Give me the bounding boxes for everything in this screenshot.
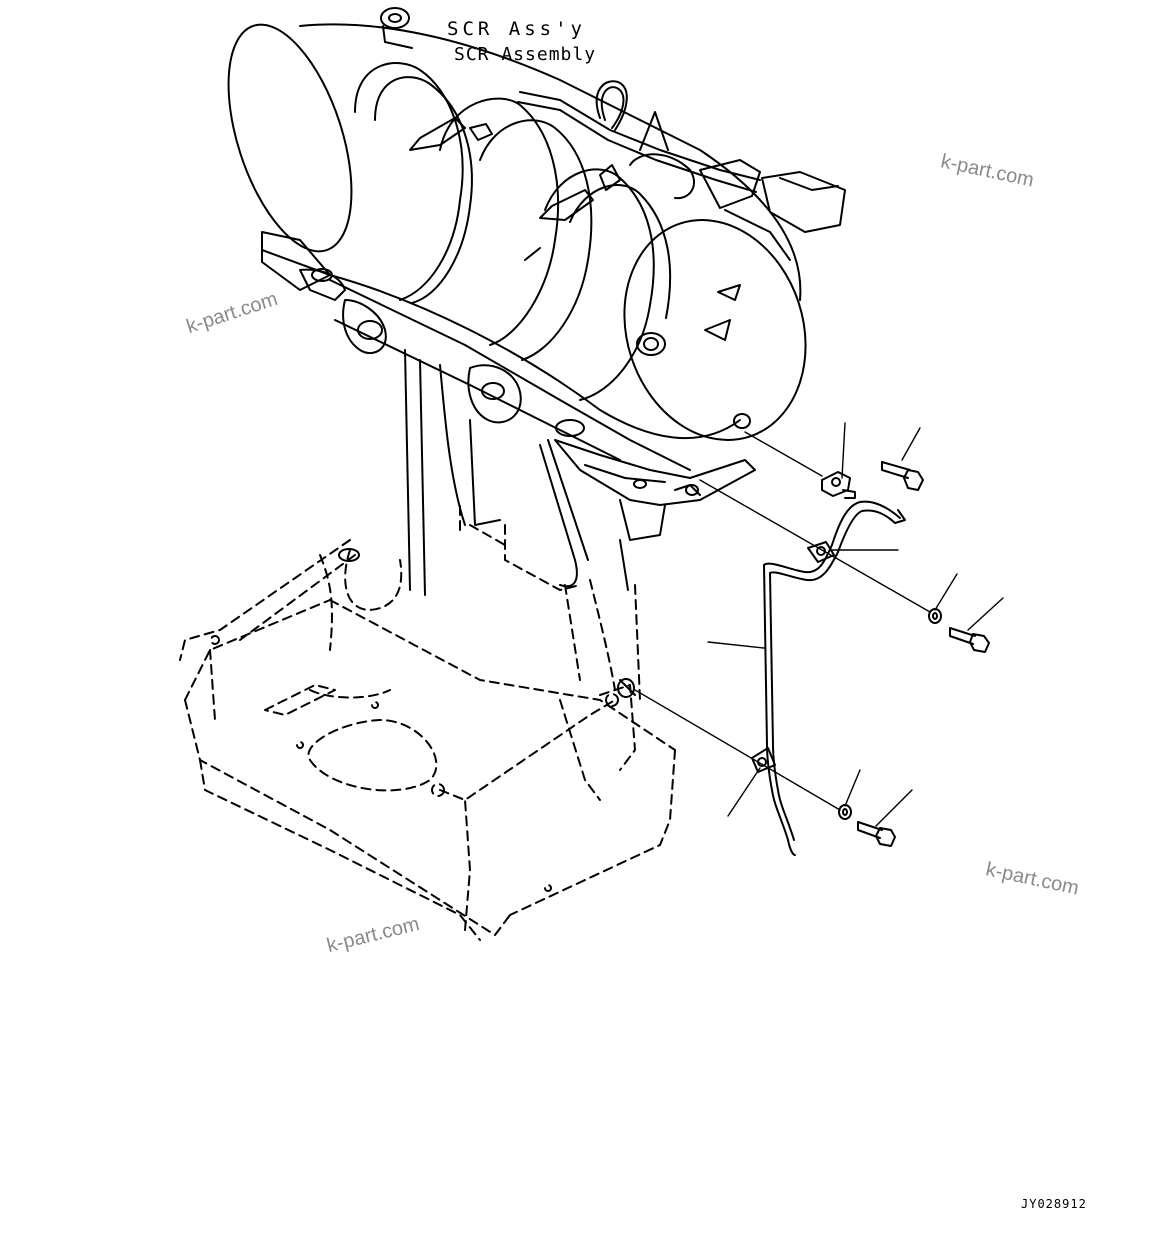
hardware [821, 461, 990, 847]
center-lines [634, 431, 931, 811]
diagram-title: SCR Ass'y [447, 18, 586, 40]
base-frame-solid [338, 548, 636, 698]
diagram-subtitle: SCR Assembly [454, 44, 597, 65]
wire-rod [751, 500, 906, 856]
mounting-bracket [261, 231, 756, 596]
drawing-code: JY028912 [1021, 1197, 1087, 1211]
base-frame [179, 504, 676, 941]
leader-lines [707, 422, 1004, 827]
scr-assembly [227, 7, 846, 441]
